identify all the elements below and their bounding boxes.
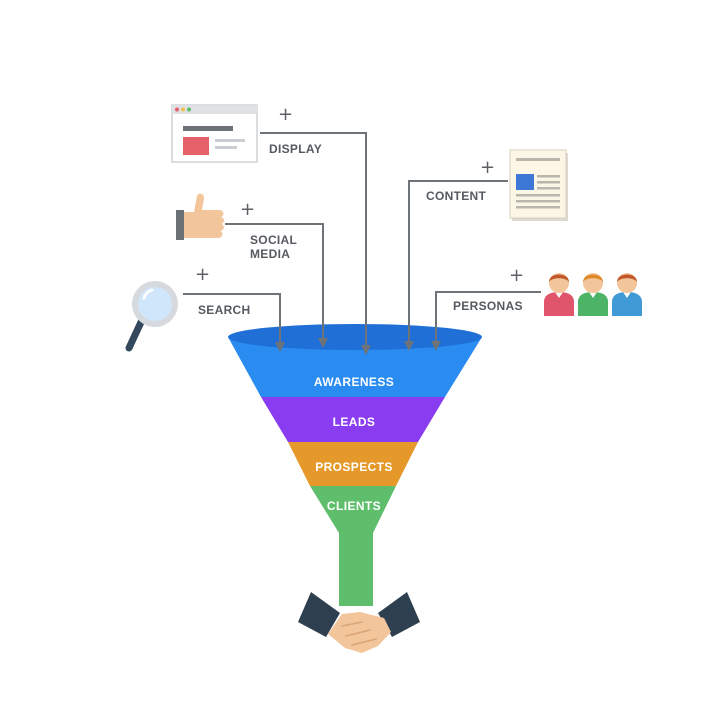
- label-content: CONTENT: [426, 189, 487, 203]
- magnifier-icon: [125, 281, 178, 352]
- label-personas: PERSONAS: [453, 299, 523, 313]
- funnel-stage-prospects: [288, 442, 418, 486]
- connector-social: [225, 223, 328, 348]
- connector-search: [183, 293, 285, 352]
- funnel-stage-awareness: [228, 337, 482, 397]
- persona-3: [612, 273, 642, 316]
- label-social-media: SOCIAL MEDIA: [250, 233, 297, 261]
- plus-social: +: [240, 199, 256, 220]
- label-search: SEARCH: [198, 303, 251, 317]
- persona-1: [544, 273, 574, 316]
- funnel: [228, 324, 482, 606]
- connector-personas: [431, 291, 541, 351]
- plus-content: +: [480, 157, 496, 178]
- plus-personas: +: [509, 265, 525, 286]
- stage-label-prospects: PROSPECTS: [315, 460, 393, 474]
- handshake-icon: [298, 592, 420, 653]
- persona-2: [578, 273, 608, 316]
- label-social-line1: SOCIAL: [250, 233, 298, 247]
- thumbs-up-icon: [176, 193, 224, 240]
- connector-display: [260, 132, 371, 355]
- plus-display: +: [278, 104, 294, 125]
- document-icon: [509, 149, 568, 221]
- stage-label-clients: CLIENTS: [326, 499, 382, 513]
- funnel-stage-leads: [261, 397, 445, 442]
- funnel-rim: [228, 324, 482, 350]
- plus-search: +: [195, 264, 211, 285]
- connectors: [183, 132, 541, 355]
- stage-label-leads: LEADS: [332, 415, 376, 429]
- funnel-stage-clients: [310, 486, 396, 606]
- connector-content: [404, 180, 508, 351]
- stage-label-awareness: AWARENESS: [313, 375, 395, 389]
- people-group-icon: [544, 273, 642, 316]
- label-social-line2: MEDIA: [250, 247, 291, 261]
- label-display: DISPLAY: [269, 142, 323, 156]
- browser-window-icon: [171, 104, 258, 163]
